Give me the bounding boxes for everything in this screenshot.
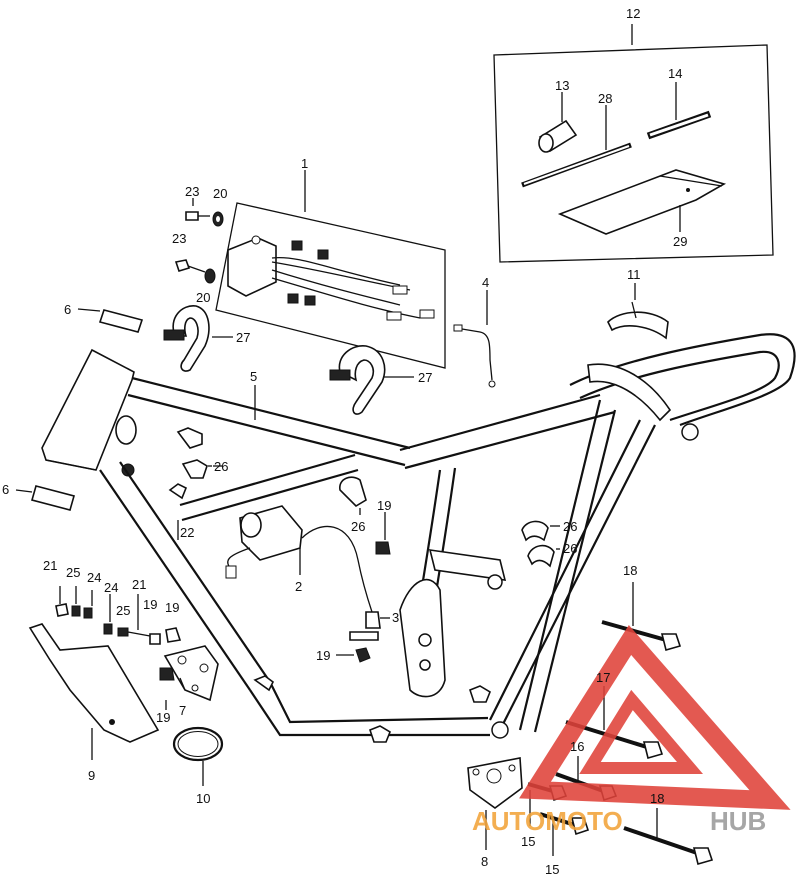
nut-19-b [336,647,371,663]
callout-2: 2 [295,579,302,594]
callout-19-e: 19 [156,710,170,725]
callout-25-b: 25 [116,603,130,618]
logo-triangle-outer [519,625,791,810]
callout-6-upper: 6 [64,302,71,317]
automotohub-logo: AUTOMOTO HUB [472,625,791,836]
logo-text-automoto: AUTOMOTO [472,806,623,836]
bolt-set-right [103,594,182,645]
skid-plate [28,623,160,760]
callout-27-left: 27 [236,330,250,345]
rubber-pad-top [77,308,144,333]
clip-26-b [339,476,367,515]
callout-24-a: 24 [87,570,101,585]
callout-12: 12 [626,6,640,21]
clip-26-c [521,520,560,542]
callout-29: 29 [673,234,687,249]
logo-triangle-inner [579,689,704,774]
callout-27-right: 27 [418,370,432,385]
callout-20-upper: 20 [213,186,227,201]
band-strap-left [163,305,233,372]
callout-26-a: 26 [214,459,228,474]
callout-19-a: 19 [377,498,391,513]
band-strap-right [329,345,414,415]
callout-26-d: 26 [563,541,577,556]
callout-18-lower: 18 [650,791,664,806]
tommy-bar-part [521,105,632,188]
callout-19-c: 19 [165,600,179,615]
callout-25-a: 25 [66,565,80,580]
callout-13: 13 [555,78,569,93]
callout-26-c: 26 [563,519,577,534]
tool-bag-part [557,169,727,235]
callout-18-upper: 18 [623,563,637,578]
callout-19-b: 19 [143,597,157,612]
callout-15-a: 15 [521,834,535,849]
o-ring [172,726,224,786]
callout-11: 11 [627,267,641,282]
bolt-18-lower [623,808,714,865]
callout-7: 7 [179,703,186,718]
callout-17: 17 [596,670,610,685]
main-frame [41,333,796,743]
nut-19-c [159,667,175,681]
rear-mount-plate [467,757,523,850]
nut-19-a [375,512,391,555]
callout-1: 1 [301,156,308,171]
callout-23-upper: 23 [185,184,199,199]
callout-6-lower: 6 [2,482,9,497]
callout-22: 22 [180,525,194,540]
callout-21-a: 21 [43,558,57,573]
callout-19-d: 19 [316,648,330,663]
seat-bracket [607,283,669,340]
spark-plug-cap [349,611,390,641]
callout-10: 10 [196,791,210,806]
callout-labels: 12 13 28 14 29 1 23 20 23 20 6 27 4 11 2… [2,6,687,877]
callout-8: 8 [481,854,488,869]
callout-9: 9 [88,768,95,783]
callout-23-lower: 23 [172,231,186,246]
callout-26-b: 26 [351,519,365,534]
rubber-pad-bottom [15,485,75,511]
logo-text-hub: HUB [710,806,766,836]
tool-kit-box [493,44,774,263]
screwdriver-part [646,82,712,140]
cdi-box-outline [215,202,446,369]
engine-mount-plate [163,645,219,702]
callout-20-lower: 20 [196,290,210,305]
callout-24-b: 24 [104,580,118,595]
callout-16: 16 [570,739,584,754]
callout-3: 3 [392,610,399,625]
ignition-coil [225,505,373,613]
callout-14: 14 [668,66,682,81]
cdi-unit-group [174,170,446,369]
clip-26-d [527,544,560,568]
bolt-set-left [55,586,93,619]
leader-lines [165,385,256,710]
socket-wrench-part [538,92,578,153]
callout-28: 28 [598,91,612,106]
callout-5: 5 [250,369,257,384]
clip-26-a [181,459,212,479]
bolt-15-b [539,812,590,856]
ground-wire [453,290,496,388]
tool-kit-group [493,24,774,263]
callout-15-b: 15 [545,862,559,877]
callout-21-b: 21 [132,577,146,592]
callout-4: 4 [482,275,489,290]
